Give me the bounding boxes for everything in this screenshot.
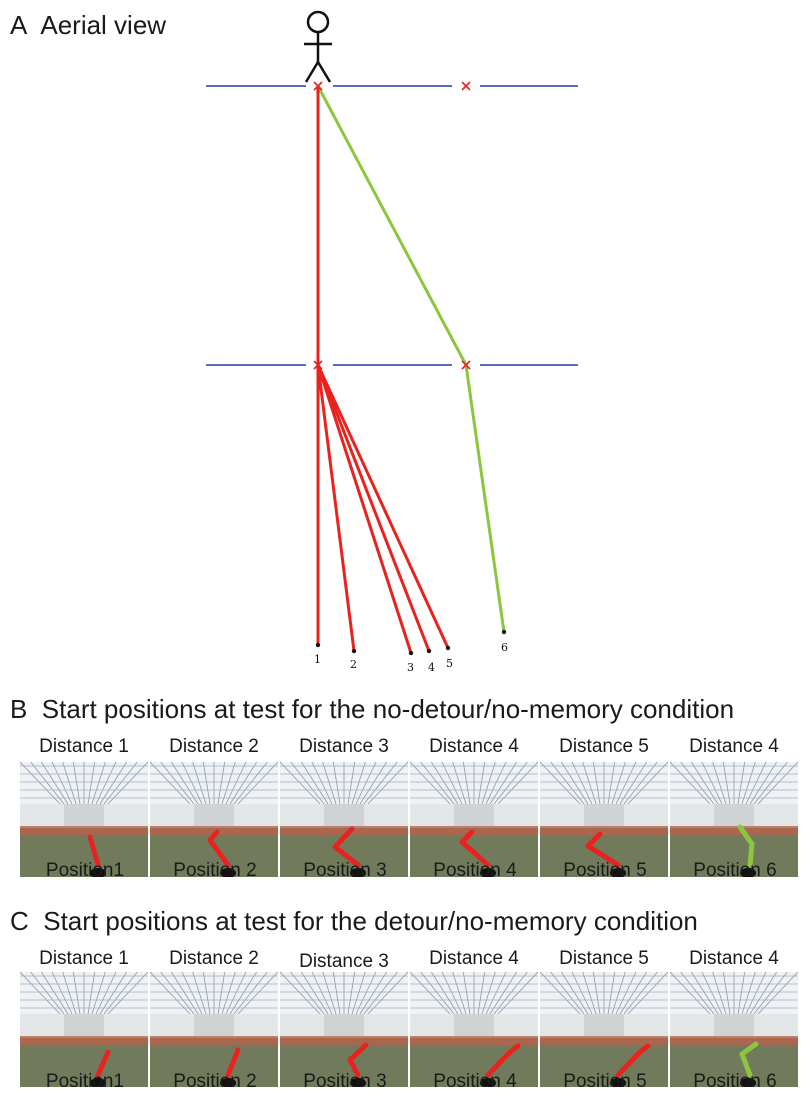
panel-b-scene-thumbnail-2 — [150, 762, 278, 877]
panel-c-position-label-1: Position1 — [45, 1071, 125, 1092]
panel-c-distance-label-6: Distance 4 — [689, 948, 779, 969]
panel-b-scene-thumbnail-6 — [670, 762, 798, 877]
panel-c-position-label-4: Position 4 — [433, 1071, 517, 1092]
green-path — [316, 85, 506, 633]
panel-c-scene-thumbnail-3 — [280, 972, 408, 1087]
panel-b-heading: B Start positions at test for the no-det… — [10, 694, 734, 725]
panel-a-title: Aerial view — [40, 10, 167, 40]
endpoint-dots — [315, 629, 507, 656]
panel-c-letter: C — [10, 906, 29, 936]
panel-c-distance-label-4: Distance 4 — [429, 948, 519, 969]
endpoint-label-6: 6 — [501, 641, 508, 654]
panel-c-position-label-6: Position 6 — [693, 1071, 777, 1092]
panel-b-position-label-1: Position1 — [45, 860, 125, 881]
panel-b-distance-label-2: Distance 2 — [169, 736, 259, 757]
panel-c-scene-thumbnail-5 — [540, 972, 668, 1087]
endpoint-label-4: 4 — [428, 661, 435, 674]
panel-c-distance-label-3: Distance 3 — [299, 951, 389, 972]
endpoint-dot-1 — [315, 642, 321, 648]
panel-b-scene-thumbnail-3 — [280, 762, 408, 877]
panel-b-distance-label-1: Distance 1 — [39, 736, 129, 757]
panel-c-distance-label-2: Distance 2 — [169, 948, 259, 969]
marker-upper-left — [313, 81, 323, 91]
panel-c-title: Start positions at test for the detour/n… — [43, 906, 698, 936]
endpoint-dot-2 — [351, 648, 357, 654]
panel-c-scene-thumbnail-6 — [670, 972, 798, 1087]
person-icon — [304, 10, 332, 83]
panel-c-position-label-5: Position 5 — [563, 1071, 647, 1092]
panel-c-position-label-3: Position 3 — [303, 1071, 387, 1092]
endpoint-labels: 1 2 3 4 5 6 — [314, 641, 508, 674]
panel-b-scene-thumbnail-4 — [410, 762, 538, 877]
panel-b-position-label-5: Position 5 — [563, 860, 647, 881]
panel-b-distance-label-3: Distance 3 — [299, 736, 389, 757]
panel-c-distance-label-1: Distance 1 — [39, 948, 129, 969]
panel-b-distance-label-5: Distance 5 — [559, 736, 649, 757]
panel-b-position-label-2: Position 2 — [173, 860, 257, 881]
marker-upper-right — [461, 81, 471, 91]
panel-c-heading: C Start positions at test for the detour… — [10, 906, 698, 937]
endpoint-label-5: 5 — [446, 657, 453, 670]
aerial-view-diagram: 1 2 3 4 5 6 — [206, 10, 578, 674]
panel-c-scene-thumbnail-4 — [410, 972, 538, 1087]
endpoint-label-2: 2 — [350, 658, 357, 671]
red-path-4 — [316, 364, 431, 652]
panel-b-position-label-4: Position 4 — [433, 860, 517, 881]
panel-c-position-label-2: Position 2 — [173, 1071, 257, 1092]
panel-b-distance-label-4: Distance 4 — [429, 736, 519, 757]
endpoint-dot-5 — [445, 645, 451, 651]
red-paths — [316, 86, 450, 654]
panel-b-position-label-6: Position 6 — [693, 860, 777, 881]
red-path-5 — [316, 364, 450, 649]
panel-b-position-label-3: Position 3 — [303, 860, 387, 881]
x-markers — [313, 81, 471, 370]
panel-b-scene-thumbnail-1 — [20, 762, 148, 877]
endpoint-dot-3 — [408, 650, 414, 656]
panel-b-scene-thumbnail-5 — [540, 762, 668, 877]
endpoint-label-1: 1 — [314, 653, 321, 666]
red-path-3 — [316, 364, 413, 654]
red-path-2 — [316, 364, 356, 652]
panel-a-heading: A Aerial view — [10, 10, 166, 41]
marker-lower-left — [313, 360, 323, 370]
panel-b-title: Start positions at test for the no-detou… — [41, 694, 735, 724]
endpoint-label-3: 3 — [407, 661, 414, 674]
marker-lower-right — [461, 360, 471, 370]
endpoint-dot-6 — [501, 629, 507, 635]
panel-c-scene-thumbnail-1 — [20, 972, 148, 1087]
panel-c-scene-thumbnail-2 — [150, 972, 278, 1087]
panel-b-distance-label-6: Distance 4 — [689, 736, 779, 757]
endpoint-dot-4 — [426, 648, 432, 654]
panel-b-letter: B — [10, 694, 28, 724]
panel-c-distance-label-5: Distance 5 — [559, 948, 649, 969]
panel-a-letter: A — [10, 10, 28, 40]
